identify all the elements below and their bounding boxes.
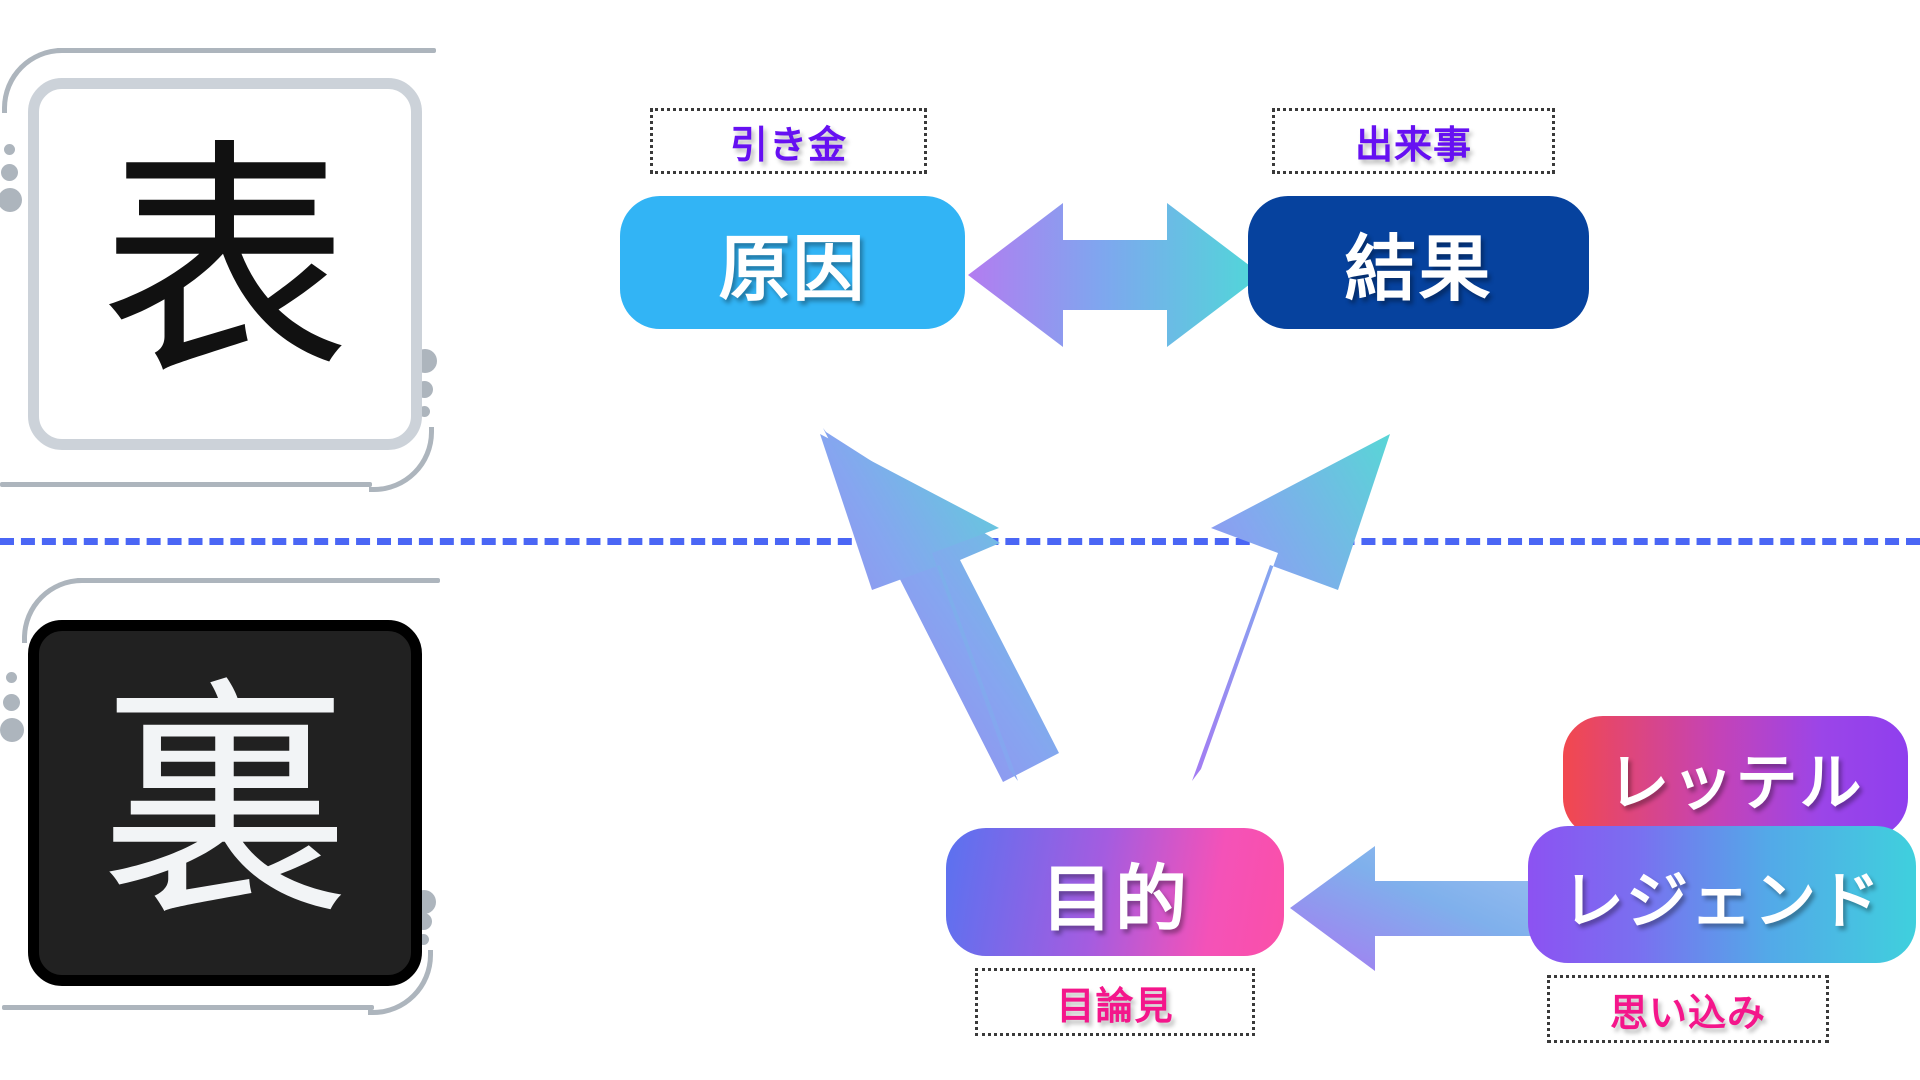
back-card-deco-dot-large-left	[0, 718, 24, 742]
front-card-deco-dot-medium-left	[1, 164, 18, 181]
flashcard-back-glyph: 裏	[100, 657, 350, 948]
arrow-purpose-to-cause	[823, 428, 1059, 782]
caption-effect: 出来事	[1272, 108, 1555, 174]
flashcard-front[interactable]: 表	[28, 78, 422, 450]
back-card-deco-dot-small-right	[418, 934, 429, 945]
caption-cause-text: 引き金	[729, 124, 847, 167]
caption-legend: 思い込み	[1547, 975, 1829, 1043]
arrow-legend-to-purpose	[1290, 846, 1560, 971]
flashcard-back[interactable]: 裏	[28, 620, 422, 986]
caption-cause: 引き金	[650, 108, 927, 174]
node-label-legend-text: レジェンド	[1561, 866, 1882, 936]
front-card-deco-dot-small-left	[4, 144, 15, 155]
arrow-purpose-to-effect-shape	[1192, 434, 1390, 781]
flashcard-front-glyph: 表	[100, 118, 350, 409]
node-label-retteru-text: レッテル	[1607, 749, 1864, 818]
back-card-deco-line-top	[76, 578, 440, 583]
arrow-purpose-to-cause-shape	[820, 434, 1018, 781]
back-card-deco-dot-small-left	[6, 672, 17, 683]
caption-purpose: 目論見	[975, 968, 1255, 1036]
node-cause[interactable]: 原因	[620, 196, 965, 329]
node-effect[interactable]: 結果	[1248, 196, 1589, 329]
node-label-legend[interactable]: レジェンド	[1528, 826, 1916, 963]
front-card-deco-dot-small-right	[419, 406, 430, 417]
front-back-divider	[0, 538, 1920, 545]
node-purpose-label: 目的	[1040, 859, 1189, 940]
node-purpose[interactable]: 目的	[946, 828, 1284, 956]
front-card-deco-line-bottom	[0, 482, 372, 487]
node-label-retteru[interactable]: レッテル	[1563, 716, 1908, 838]
node-effect-label: 結果	[1344, 230, 1493, 310]
back-card-deco-line-bottom	[2, 1005, 374, 1010]
caption-legend-text: 思い込み	[1609, 992, 1766, 1035]
caption-purpose-text: 目論見	[1056, 985, 1174, 1028]
caption-effect-text: 出来事	[1354, 124, 1472, 167]
front-card-deco-line-top	[56, 48, 436, 53]
node-cause-label: 原因	[718, 230, 867, 310]
arrow-cause-effect-bidirectional	[968, 203, 1262, 347]
front-card-deco-dot-large-left	[0, 188, 22, 212]
back-card-deco-dot-medium-left	[3, 694, 20, 711]
